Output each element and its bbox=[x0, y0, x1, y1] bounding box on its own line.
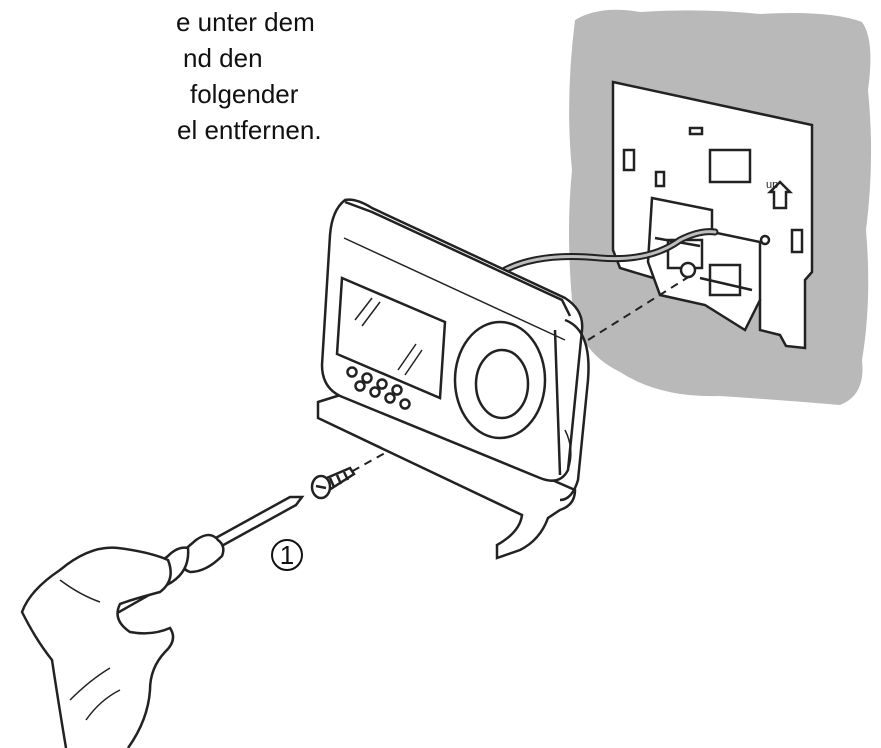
alignment-line bbox=[587, 275, 691, 341]
screw-icon bbox=[310, 466, 356, 500]
step-callout: 1 bbox=[271, 539, 303, 571]
up-marker: up bbox=[766, 179, 778, 191]
thermostat-icon bbox=[320, 198, 590, 502]
hand-icon bbox=[20, 546, 175, 748]
bracket-icon bbox=[316, 390, 577, 560]
wall-plate-icon bbox=[611, 80, 814, 350]
step-number: 1 bbox=[280, 540, 294, 570]
